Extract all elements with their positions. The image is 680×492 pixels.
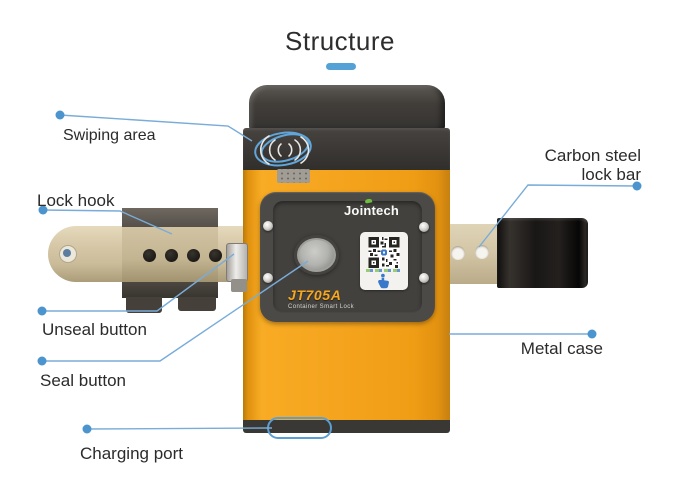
stub-hole xyxy=(451,246,465,260)
brand-logo: Jointech xyxy=(344,203,400,218)
device-bottom-strip xyxy=(243,420,450,433)
seal-button-hardware xyxy=(294,235,339,275)
carbon-steel-lock-bar xyxy=(497,218,588,288)
model-subtitle: Container Smart Lock xyxy=(288,304,355,310)
hook-bracket-leg xyxy=(178,297,216,311)
device-dark-band xyxy=(243,128,450,170)
bracket-hole xyxy=(143,249,156,262)
screw-icon xyxy=(263,273,273,283)
unseal-latch-lower xyxy=(231,279,247,292)
touch-hand-icon xyxy=(378,273,389,289)
leader-metal-case xyxy=(449,329,597,339)
label-swiping-area: Swiping area xyxy=(63,127,156,144)
unseal-latch xyxy=(226,243,248,282)
label-lock-hook: Lock hook xyxy=(37,191,115,210)
screw-icon xyxy=(419,273,429,283)
hook-end-hole-center xyxy=(63,249,71,257)
accent-dash xyxy=(326,63,356,70)
label-charging-port: Charging port xyxy=(80,444,184,463)
bracket-hole xyxy=(187,249,200,262)
label-metal-case: Metal case xyxy=(520,339,603,358)
label-carbon-steel-lock-bar: Carbon steel lock bar xyxy=(491,146,641,184)
hook-bracket-leg xyxy=(126,297,162,313)
label-carbon-line1: Carbon steel xyxy=(544,146,641,165)
screw-icon xyxy=(419,222,429,232)
label-carbon-line2: lock bar xyxy=(581,165,641,184)
hook-bracket-bottom xyxy=(122,282,218,298)
label-unseal-button: Unseal button xyxy=(42,320,147,339)
page-title: Structure xyxy=(285,26,395,56)
label-seal-button: Seal button xyxy=(40,371,127,390)
qr-code-icon xyxy=(368,237,400,268)
bracket-hole xyxy=(165,249,178,262)
speaker-grille xyxy=(277,169,310,183)
model-number: JT705A xyxy=(288,287,342,303)
stub-hole xyxy=(475,245,489,259)
bracket-hole xyxy=(209,249,222,262)
device-top-cap xyxy=(249,85,445,132)
hook-bracket-top xyxy=(122,208,218,227)
screw-icon xyxy=(263,221,273,231)
qr-caption-microtext xyxy=(366,269,402,272)
